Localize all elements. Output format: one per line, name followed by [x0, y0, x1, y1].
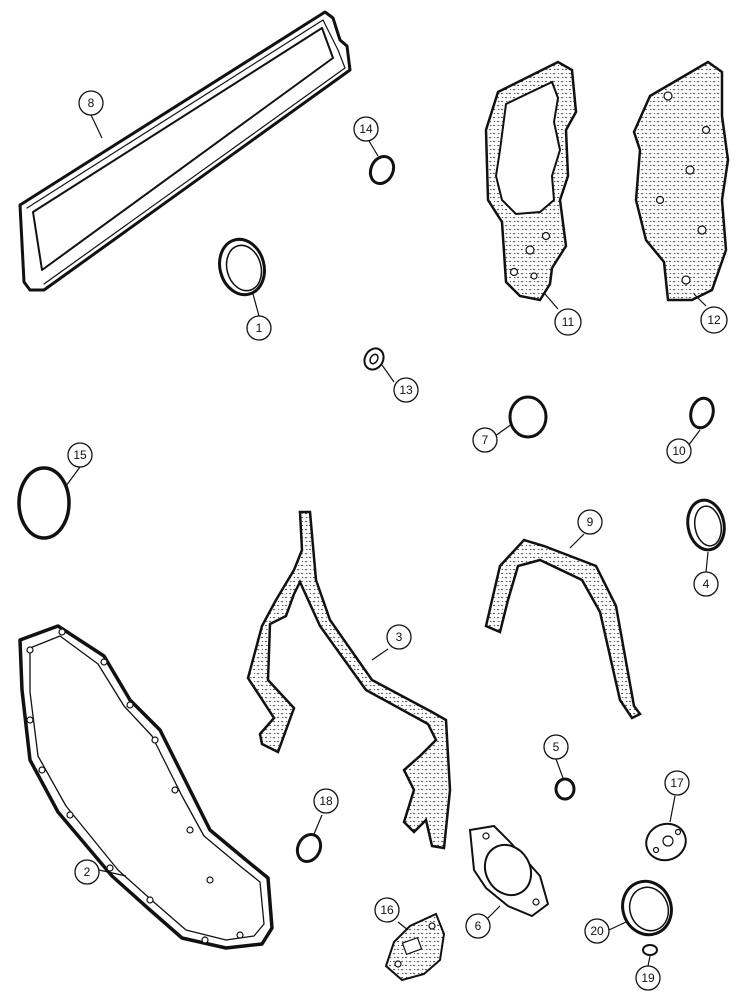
svg-text:8: 8 [88, 96, 95, 110]
part-11-cover-plate-gasket [484, 60, 578, 302]
svg-text:12: 12 [707, 313, 721, 327]
svg-text:13: 13 [399, 383, 413, 397]
leader-lines [65, 114, 709, 967]
callout-11: 11 [554, 308, 582, 336]
callout-6: 6 [465, 913, 491, 939]
svg-text:10: 10 [672, 444, 686, 458]
callout-8: 8 [78, 90, 104, 116]
svg-text:19: 19 [641, 971, 655, 985]
svg-text:15: 15 [73, 448, 87, 462]
callout-16: 16 [374, 897, 400, 923]
part-4-seal-ring [686, 498, 726, 552]
callout-9: 9 [577, 509, 603, 535]
svg-text:5: 5 [553, 740, 560, 754]
callout-3: 3 [386, 624, 412, 650]
callout-15: 15 [67, 442, 93, 468]
callout-14: 14 [353, 116, 379, 142]
part-2-gear-cover-gasket [18, 624, 274, 950]
callout-7: 7 [472, 427, 498, 453]
part-15-large-o-ring [17, 466, 71, 540]
svg-text:14: 14 [359, 122, 373, 136]
part-17-flat-washer [645, 822, 687, 862]
part-6-flange-gasket [468, 824, 550, 918]
part-13-washer [363, 347, 385, 371]
svg-text:6: 6 [475, 919, 482, 933]
svg-text:17: 17 [670, 776, 684, 790]
part-8-valve-cover-gasket [18, 10, 352, 292]
part-18-o-ring [295, 832, 323, 864]
callout-18: 18 [313, 788, 339, 814]
callout-19: 19 [635, 965, 661, 991]
callout-4: 4 [693, 571, 719, 597]
callout-20: 20 [584, 918, 610, 944]
svg-text:7: 7 [482, 433, 489, 447]
callout-10: 10 [666, 438, 692, 464]
svg-text:9: 9 [587, 515, 594, 529]
svg-text:1: 1 [256, 321, 263, 335]
svg-text:2: 2 [84, 865, 91, 879]
svg-text:16: 16 [380, 903, 394, 917]
svg-text:11: 11 [562, 315, 575, 329]
callout-13: 13 [393, 377, 419, 403]
callout-17: 17 [664, 770, 690, 796]
part-19-o-ring [642, 944, 658, 956]
callout-5: 5 [543, 734, 569, 760]
part-12-plate-gasket [632, 60, 730, 302]
part-7-o-ring [508, 395, 548, 439]
svg-text:4: 4 [703, 577, 710, 591]
part-5-o-ring [554, 777, 576, 801]
callout-1: 1 [246, 315, 272, 341]
part-9-arch-gasket [484, 538, 642, 720]
svg-text:18: 18 [319, 794, 333, 808]
part-20-seal-ring [621, 879, 673, 937]
part-14-o-ring [368, 154, 396, 186]
svg-text:3: 3 [396, 630, 403, 644]
part-10-o-ring [689, 396, 715, 430]
callout-12: 12 [700, 306, 728, 334]
svg-text:20: 20 [590, 924, 604, 938]
part-16-small-plate-gasket [384, 912, 446, 982]
part-1-seal-ring [218, 237, 266, 297]
part-3-front-cover-gasket [246, 510, 452, 850]
callout-2: 2 [74, 859, 100, 885]
